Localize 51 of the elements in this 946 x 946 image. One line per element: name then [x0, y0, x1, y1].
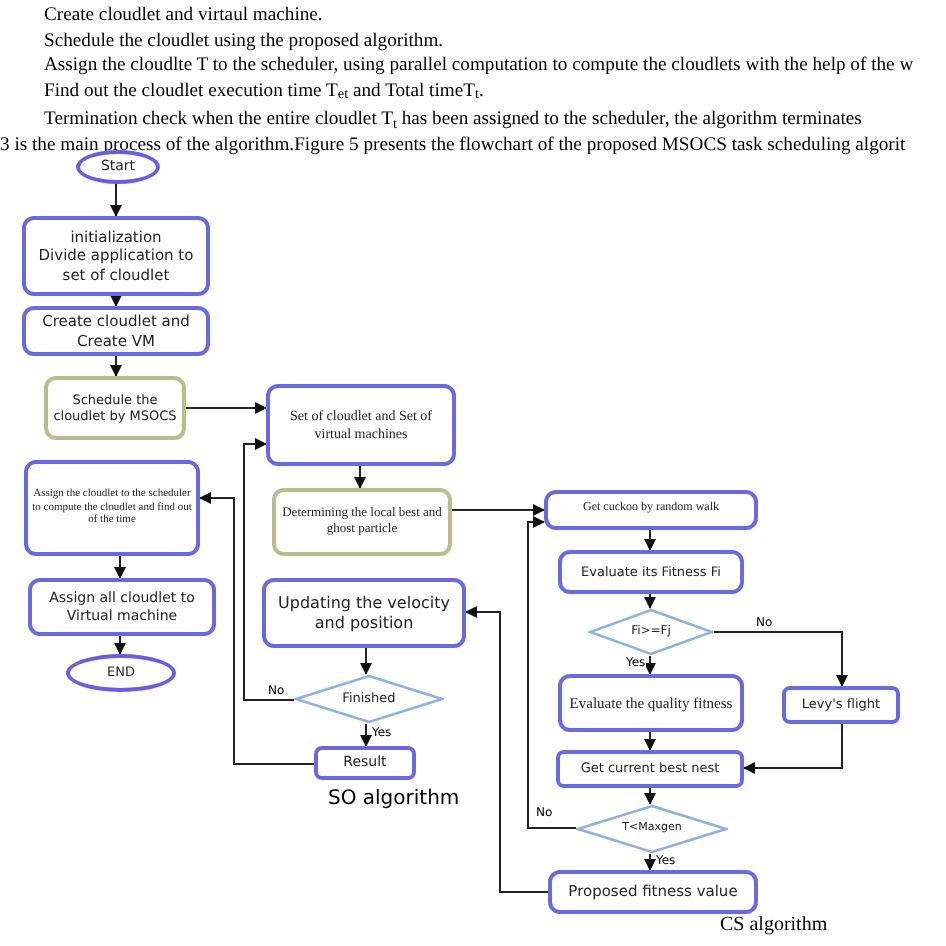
- text-line: Schedule the cloudlet using the proposed algorithm.: [44, 31, 444, 51]
- process-box: [272, 488, 452, 556]
- arrow: [465, 606, 549, 893]
- arrow: [243, 438, 295, 701]
- process-box: [556, 750, 744, 788]
- process-box: [28, 578, 216, 636]
- arrow: [644, 731, 656, 751]
- process-box: [44, 376, 186, 440]
- arrow: [114, 635, 126, 655]
- arrow: [527, 516, 577, 829]
- decision-diamond: [588, 608, 714, 656]
- process-box: [22, 216, 210, 296]
- section-label: CS algorithm: [720, 912, 828, 940]
- section-label: SO algorithm: [328, 786, 460, 814]
- process-box: [24, 460, 200, 556]
- decision-diamond: [294, 674, 444, 724]
- arrow: [644, 593, 656, 609]
- process-box: [266, 384, 456, 466]
- process-box: [558, 674, 744, 732]
- arrow: [360, 723, 372, 747]
- decision-diamond: [576, 804, 728, 854]
- arrow: [110, 295, 122, 307]
- terminal-oval: [66, 654, 176, 692]
- text-line: 3 is the main process of the algorithm.Figure 5 presents the flowchart of the proposed MSOCS task scheduling algorit: [0, 135, 906, 155]
- text-line: Assign the cloudlte T to the scheduler, using parallel computation to compute the cloudlets with the help of the w: [44, 56, 914, 76]
- process-box: [544, 490, 758, 530]
- arrow: [185, 402, 267, 414]
- arrow: [110, 183, 122, 217]
- text-line: Find out the cloudlet execution time T$_{et}$ and Total timeT$_{t}$.: [44, 81, 484, 101]
- process-box: [262, 578, 466, 648]
- process-box: [314, 746, 416, 780]
- arrow: [644, 787, 656, 805]
- arrow: [743, 723, 843, 774]
- arrow: [644, 655, 656, 675]
- arrow: [644, 853, 656, 871]
- node-text: Updating the velocity and position: [276, 593, 452, 633]
- arrow: [114, 555, 126, 579]
- terminal-oval: [76, 150, 160, 184]
- arrow: [199, 492, 315, 765]
- arrow: [713, 631, 848, 687]
- arrow: [354, 465, 366, 489]
- arrow: [644, 529, 656, 551]
- arrow: [451, 504, 545, 516]
- text-line: Termination check when the entire cloudlet T$_{t}$ has been assigned to the scheduler, the algorithm terminates: [44, 110, 862, 130]
- arrow: [360, 647, 372, 675]
- arrow: [110, 355, 122, 377]
- process-box: [782, 686, 900, 724]
- text-line: Create cloudlet and virtaul machine.: [44, 6, 323, 26]
- process-box: [548, 870, 758, 914]
- process-box: [22, 306, 210, 356]
- process-box: [558, 550, 744, 594]
